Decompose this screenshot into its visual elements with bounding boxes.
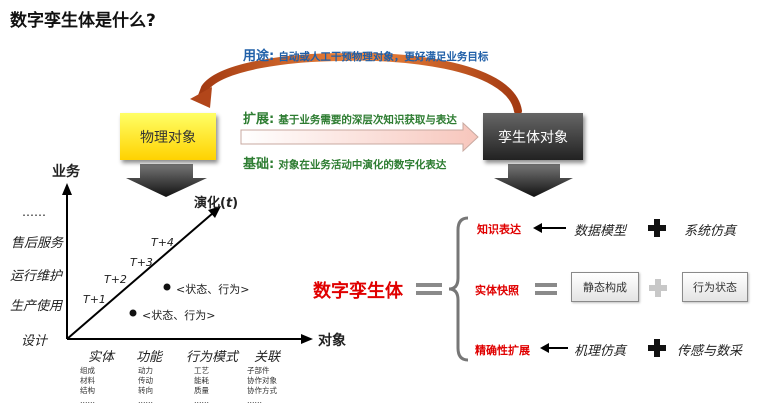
- x-axis-title: 对象: [318, 333, 346, 349]
- feedback-arc-arrowhead: [190, 87, 212, 108]
- page-title: 数字孪生体是什么?: [10, 11, 156, 31]
- x-cat-entity-items: 组成材料结构……: [80, 366, 95, 405]
- row-knowledge-b: 系统仿真: [684, 224, 737, 239]
- down-arrow-left: [126, 164, 207, 197]
- x-cat-function: 功能: [136, 350, 163, 365]
- plus-icon-row3: [648, 339, 666, 357]
- plus-icon-row2: [649, 279, 667, 297]
- x-cat-entity: 实体: [88, 350, 115, 365]
- row-knowledge-label: 知识表达: [477, 223, 521, 236]
- state-label-upper: <状态、行为>: [176, 283, 250, 296]
- state-label-lower: <状态、行为>: [142, 309, 216, 322]
- state-point-lower: [129, 309, 137, 317]
- equals-sign-main: [416, 283, 442, 287]
- feedback-arc-arrow: [198, 52, 522, 115]
- base-label: 基础:: [243, 157, 275, 172]
- y-label-production: 生产使用: [10, 299, 63, 314]
- digital-twin-label: 数字孪生体: [313, 281, 403, 302]
- t-label-3: T+3: [130, 256, 153, 269]
- purpose-line: 用途: 自动或人工干预物理对象，更好满足业务目标: [243, 45, 488, 64]
- extend-text: 基于业务需要的深层次知识获取与表达: [278, 114, 457, 126]
- evolution-axis-title: 演化(t): [194, 196, 239, 211]
- y-axis-title: 业务: [52, 164, 80, 180]
- row-precision-b: 传感与数采: [677, 344, 743, 359]
- y-label-after-sales: 售后服务: [11, 236, 64, 251]
- purpose-text: 自动或人工干预物理对象，更好满足业务目标: [278, 51, 489, 63]
- evolution-axis-arrowhead: [208, 206, 221, 218]
- behavior-state-box: 行为状态: [682, 272, 748, 302]
- physical-object-box: 物理对象: [120, 113, 216, 160]
- left-brace: [448, 216, 469, 362]
- purpose-label: 用途:: [243, 49, 275, 64]
- x-cat-relation-items: 子部件协作对象协作方式……: [247, 366, 277, 405]
- plus-icon-row1: [648, 219, 666, 237]
- x-axis-arrowhead: [301, 334, 313, 344]
- static-composition-box: 静态构成: [571, 272, 639, 302]
- row-knowledge-a: 数据模型: [574, 224, 627, 239]
- row-precision-label: 精确性扩展: [475, 344, 530, 357]
- state-point-upper: [163, 283, 171, 291]
- row-snapshot-label: 实体快照: [475, 284, 519, 297]
- extend-line: 扩展: 基于业务需要的深层次知识获取与表达: [243, 108, 457, 127]
- y-label-ellipsis: ……: [22, 205, 46, 219]
- base-line: 基础: 对象在业务活动中演化的数字化表达: [243, 153, 446, 172]
- extend-label: 扩展:: [243, 112, 275, 127]
- y-axis-arrowhead: [62, 183, 72, 195]
- base-text: 对象在业务活动中演化的数字化表达: [278, 159, 447, 171]
- t-label-1: T+1: [83, 293, 106, 306]
- x-cat-behavior-items: 工艺能耗质量……: [194, 366, 209, 405]
- t-label-4: T+4: [151, 236, 174, 249]
- equals-sign-row2: [535, 283, 557, 287]
- t-label-2: T+2: [104, 273, 127, 286]
- y-label-design: 设计: [21, 334, 48, 349]
- down-arrow-right: [494, 164, 573, 197]
- extend-arrow: [240, 121, 479, 153]
- x-cat-behavior: 行为模式: [186, 350, 239, 365]
- evolution-axis: [66, 212, 214, 340]
- y-label-operation: 运行维护: [10, 269, 63, 284]
- row-precision-a: 机理仿真: [574, 344, 627, 359]
- x-cat-relation: 关联: [254, 350, 281, 365]
- x-cat-function-items: 动力传动转向……: [138, 366, 153, 405]
- twin-object-box: 孪生体对象: [483, 113, 583, 160]
